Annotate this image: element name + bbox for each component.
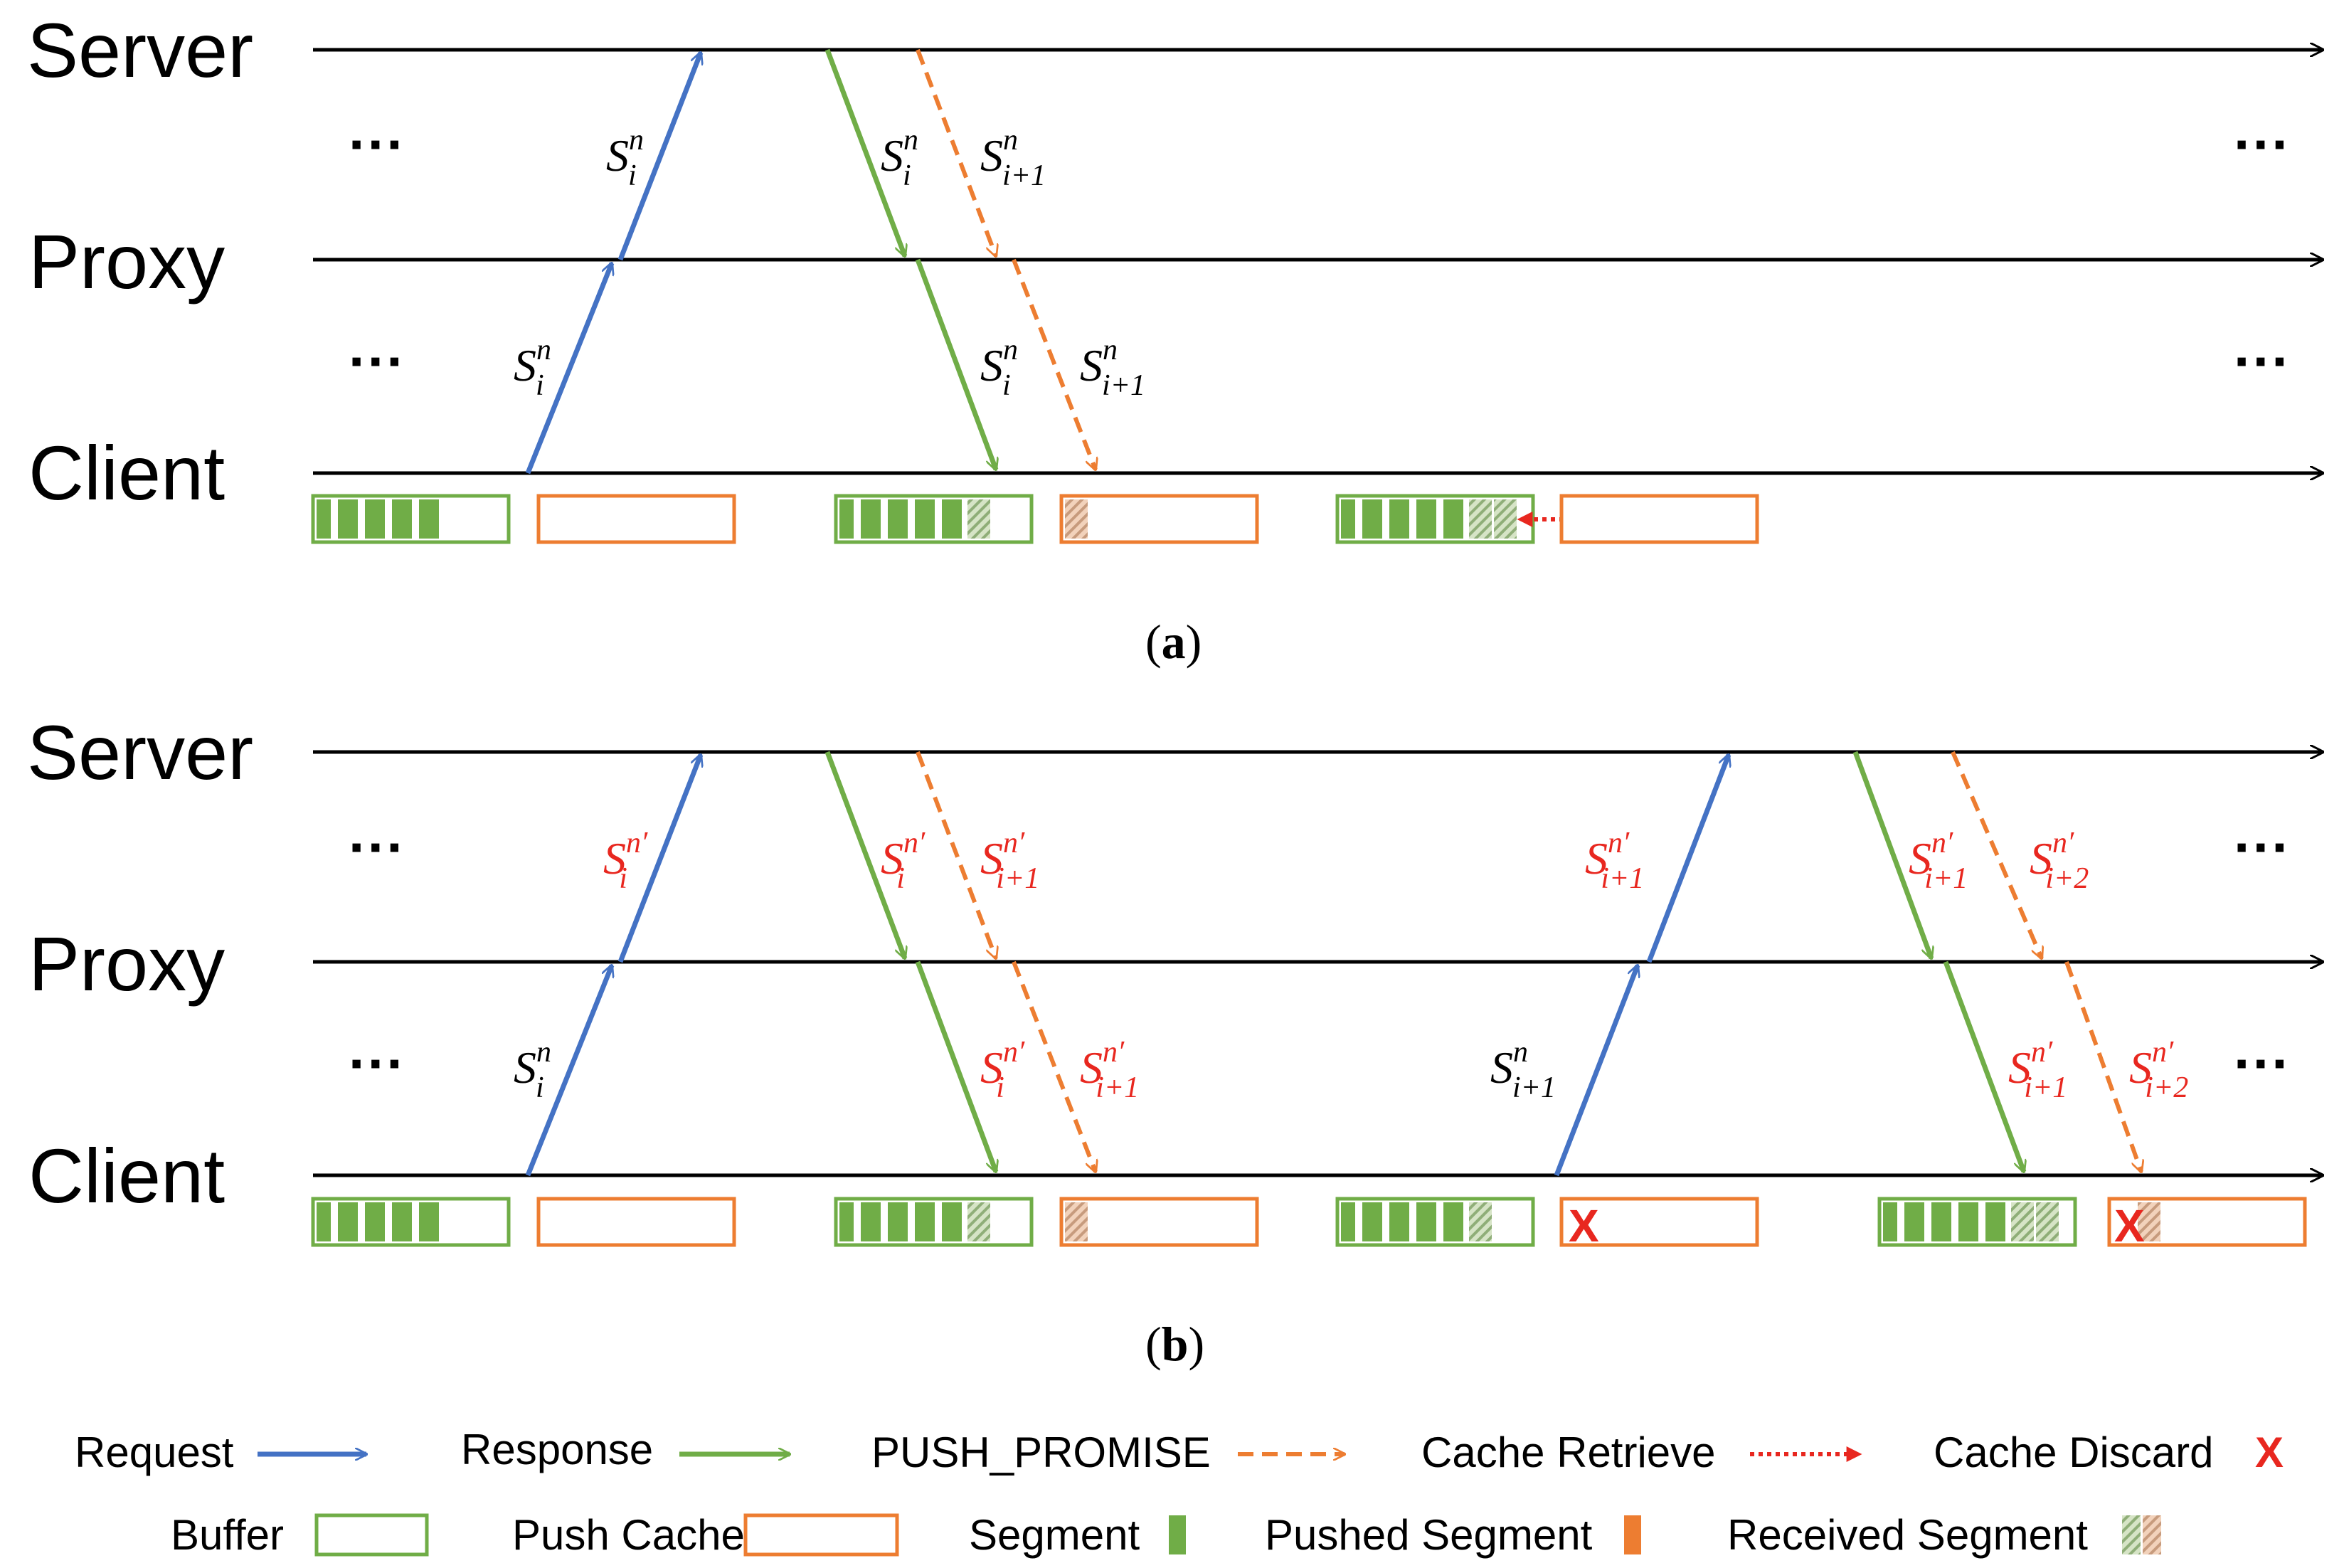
response-arrow <box>915 960 996 1172</box>
segment-label: Sn′i+1 <box>1080 1036 1139 1104</box>
legend-item-request: Request <box>75 1429 366 1476</box>
response-arrow <box>824 48 905 256</box>
response-arrow <box>824 751 905 958</box>
ellipsis: ··· <box>2234 112 2291 176</box>
push-cache-box: X <box>2107 1197 2307 1251</box>
segment-label: Sn′i+2 <box>2129 1036 2188 1104</box>
legend-label: PUSH_PROMISE <box>871 1429 1211 1476</box>
request-arrow <box>1554 965 1638 1177</box>
request-arrow <box>1646 755 1729 963</box>
legend-item-push-cache: Push Cache <box>512 1511 899 1559</box>
segment-label: Sn′i <box>881 827 926 895</box>
legend-item-push-promise: PUSH_PROMISE <box>871 1429 1345 1476</box>
request-arrow <box>525 965 612 1177</box>
push-cache-box <box>536 494 736 544</box>
legend-item-buffer: Buffer <box>171 1511 429 1559</box>
legend-label: Request <box>75 1429 234 1476</box>
legend-label: Pushed Segment <box>1265 1511 1593 1559</box>
lane-label-server: Server <box>27 709 253 795</box>
buffer-box <box>311 494 511 544</box>
segment-label: Sn′i <box>980 1036 1025 1104</box>
panel-b: Server Proxy Client ··· ··· ··· ··· Sn′i… <box>27 709 2323 1371</box>
ellipsis: ··· <box>2234 1032 2291 1095</box>
pushed-segment-icon <box>1624 1515 1641 1554</box>
legend-item-pushed-segment: Pushed Segment <box>1265 1511 1641 1559</box>
buffer-box <box>1335 494 1535 544</box>
legend-label: Cache Retrieve <box>1421 1429 1716 1476</box>
buffer-box <box>1335 1197 1535 1247</box>
legend-item-cache-retrieve: Cache Retrieve <box>1421 1429 1862 1476</box>
buffer-box <box>834 494 1034 544</box>
received-segment-icon <box>2122 1515 2141 1554</box>
ellipsis: ··· <box>349 112 405 176</box>
push-promise-arrow <box>2064 960 2141 1172</box>
buffer-icon <box>314 1513 429 1557</box>
caption-b: (b) <box>1145 1317 1204 1371</box>
received-segment-icon <box>2143 1515 2161 1554</box>
legend-label: Received Segment <box>1727 1511 2088 1559</box>
push-promise-arrow <box>916 48 996 256</box>
push-cache-icon <box>743 1513 899 1557</box>
ellipsis: ··· <box>349 329 405 393</box>
segment-label: Sn′i+1 <box>2008 1036 2067 1104</box>
push-cache-box <box>1559 494 1759 544</box>
legend-item-segment: Segment <box>969 1511 1186 1559</box>
segment-label: Sn′i+1 <box>1585 827 1644 895</box>
cache-discard-icon: X <box>2255 1429 2284 1476</box>
push-cache-box <box>536 1197 736 1247</box>
legend-item-received-segment: Received Segment <box>1727 1511 2161 1559</box>
push-promise-arrow <box>1012 960 1096 1172</box>
lane-label-client: Client <box>28 430 225 516</box>
ellipsis: ··· <box>349 815 405 879</box>
segment-label: Sn′i+1 <box>980 827 1039 895</box>
push-cache-box <box>1059 494 1259 544</box>
segment-icon <box>1169 1515 1186 1554</box>
push-promise-arrow <box>1951 751 2042 958</box>
push-promise-arrow <box>1012 258 1096 470</box>
caption-a: (a) <box>1145 615 1202 669</box>
request-arrow <box>525 263 612 475</box>
lane-label-proxy: Proxy <box>28 218 225 304</box>
response-arrow <box>1943 960 2024 1172</box>
request-arrow <box>617 755 701 963</box>
lane-label-server: Server <box>27 7 253 93</box>
lane-label-proxy: Proxy <box>28 921 225 1007</box>
response-arrow <box>1852 751 1931 958</box>
buffer-box <box>311 1197 511 1247</box>
legend-label: Segment <box>969 1511 1140 1559</box>
push-cache-box <box>1059 1197 1259 1247</box>
legend-item-cache-discard: Cache Discard X <box>1934 1429 2284 1476</box>
legend-label: Push Cache <box>512 1511 745 1559</box>
segment-label: Sn′i <box>603 827 648 895</box>
segment-label: Sn′i+1 <box>1909 827 1968 895</box>
buffer-box <box>834 1197 1034 1247</box>
ellipsis: ··· <box>2234 815 2291 879</box>
ellipsis: ··· <box>349 1032 405 1095</box>
cache-discard-mark: X <box>1569 1200 1599 1251</box>
legend-label: Response <box>461 1426 653 1473</box>
legend-label: Buffer <box>171 1511 284 1559</box>
push-promise-arrow <box>916 751 996 958</box>
response-arrow <box>915 258 996 470</box>
lane-label-client: Client <box>28 1133 225 1219</box>
ellipsis: ··· <box>2234 329 2291 393</box>
request-arrow <box>617 53 701 261</box>
cache-discard-mark: X <box>2114 1200 2145 1251</box>
buffer-box <box>1877 1197 2077 1247</box>
legend: Request Response PUSH_PROMISE Cache Retr… <box>75 1426 2284 1559</box>
push-cache-box: X <box>1559 1197 1759 1251</box>
segment-label: Sn′i+2 <box>2030 827 2089 895</box>
legend-item-response: Response <box>461 1426 790 1473</box>
legend-label: Cache Discard <box>1934 1429 2214 1476</box>
